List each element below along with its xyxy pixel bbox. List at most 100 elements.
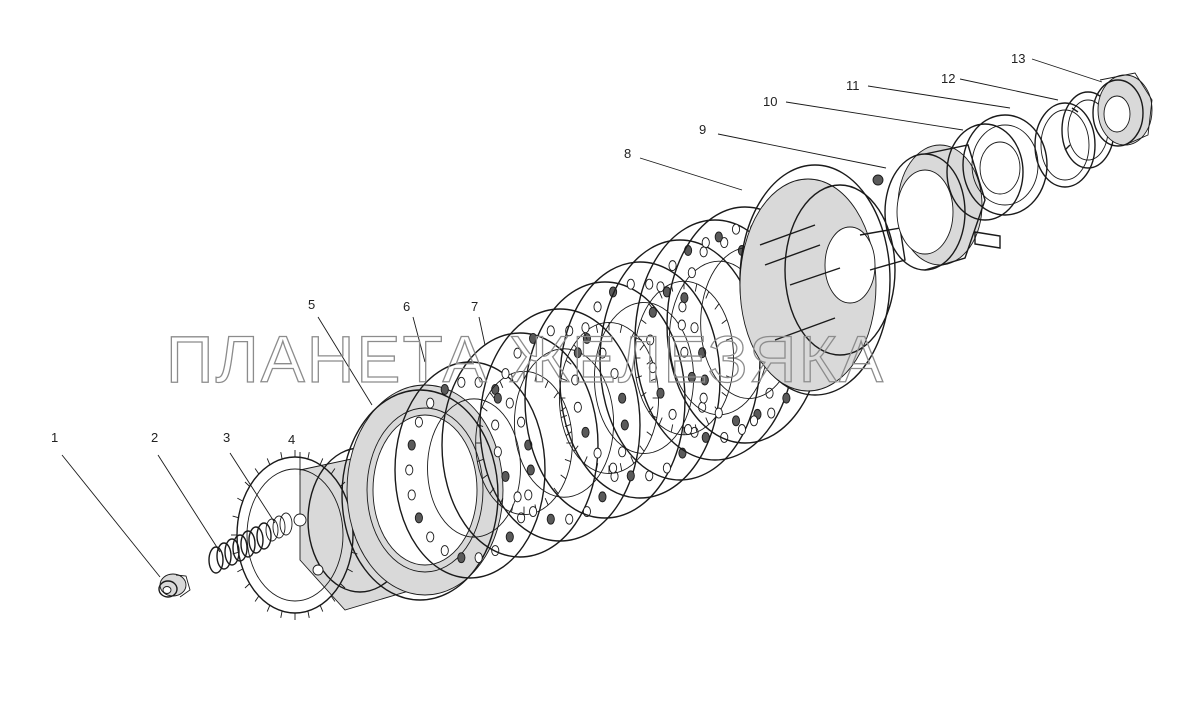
disc-tooth	[648, 406, 654, 413]
disc-tooth	[560, 406, 567, 412]
friction-hole	[407, 439, 416, 451]
disc-tooth	[670, 424, 674, 433]
gear-tooth	[237, 497, 243, 502]
friction-hole	[662, 462, 671, 474]
friction-hole	[618, 446, 627, 458]
disc-tooth	[583, 332, 588, 340]
disc-tooth	[481, 406, 488, 412]
gear-tooth	[254, 468, 260, 475]
friction-hole	[426, 531, 435, 543]
friction-hole	[513, 347, 522, 359]
friction-hole	[573, 401, 582, 413]
friction-hole	[598, 491, 607, 503]
friction-hole	[701, 237, 710, 249]
gear-tooth	[232, 515, 239, 519]
friction-hole	[529, 506, 538, 517]
disc-tooth	[595, 463, 599, 472]
gear-tooth	[307, 452, 310, 460]
friction-hole	[405, 464, 414, 476]
disc-tooth	[714, 303, 720, 310]
disc-tooth	[721, 392, 728, 397]
disc-tooth	[725, 337, 733, 341]
friction-hole	[684, 245, 693, 256]
callout-2: 2	[151, 430, 158, 445]
friction-hole	[677, 319, 686, 331]
friction-hole	[546, 325, 555, 337]
friction-hole	[720, 237, 729, 249]
disc-tooth	[564, 459, 571, 462]
part-9-ring	[872, 144, 1001, 271]
disc-tooth	[595, 324, 599, 333]
friction-hole	[610, 368, 619, 380]
disc-tooth	[619, 324, 623, 333]
part-5-disc	[341, 384, 504, 601]
friction-hole	[687, 371, 696, 383]
disc-tooth	[583, 456, 588, 464]
gear-tooth	[319, 605, 324, 612]
part-3-spring	[265, 512, 293, 542]
friction-hole	[517, 416, 526, 428]
friction-hole	[440, 383, 449, 395]
disc-tooth	[639, 445, 645, 452]
friction-hole	[513, 491, 522, 503]
disc-tooth	[658, 291, 663, 299]
gear-tooth	[237, 568, 243, 573]
callout-9: 9	[699, 122, 706, 137]
disc-tooth	[511, 504, 514, 513]
disc-tooth	[619, 463, 623, 472]
friction-hole	[526, 464, 535, 476]
gear-tooth	[340, 583, 346, 589]
disc-tooth	[694, 283, 698, 292]
friction-hole	[501, 368, 510, 380]
friction-hole	[593, 447, 602, 459]
disc-tooth	[489, 392, 495, 399]
friction-hole	[457, 552, 466, 564]
friction-hole	[767, 407, 776, 419]
friction-hole	[493, 392, 502, 404]
callout-4: 4	[288, 432, 295, 447]
friction-hole	[571, 374, 580, 386]
gear-tooth	[330, 468, 336, 475]
friction-hole	[680, 292, 689, 304]
friction-hole	[646, 334, 655, 346]
friction-hole	[407, 489, 416, 501]
friction-hole	[656, 387, 665, 399]
disc-tooth	[477, 459, 484, 462]
friction-hole	[524, 489, 533, 501]
disc-tooth	[560, 474, 567, 480]
callout-8: 8	[624, 146, 631, 161]
friction-hole	[493, 446, 502, 458]
disc-tooth	[573, 445, 579, 452]
friction-hole	[731, 223, 741, 235]
friction-hole	[626, 278, 635, 290]
part-13-nut	[1092, 72, 1153, 147]
friction-hole	[573, 347, 582, 359]
disc-tooth	[650, 378, 658, 381]
disc-tooth	[560, 378, 568, 381]
disc-tooth	[646, 359, 653, 365]
part-10-bearing	[946, 114, 1048, 221]
friction-hole	[684, 424, 693, 435]
friction-hole	[656, 281, 665, 293]
disc-tooth	[553, 392, 559, 399]
disc-tooth	[511, 373, 514, 382]
part-2-spring	[208, 522, 272, 574]
disc-tooth	[646, 431, 653, 437]
friction-hole	[440, 545, 449, 557]
callout-11: 11	[846, 78, 860, 93]
disc-tooth	[630, 332, 635, 340]
callout-1: 1	[51, 430, 58, 445]
friction-hole	[474, 552, 483, 564]
disc-tooth	[544, 380, 549, 389]
disc-tooth	[553, 487, 559, 494]
gear-tooth	[280, 452, 283, 460]
disc-tooth	[640, 319, 647, 324]
friction-hole	[609, 462, 618, 474]
friction-hole	[426, 397, 435, 409]
friction-hole	[505, 397, 514, 409]
friction-hole	[699, 392, 708, 404]
gear-tooth	[266, 458, 271, 465]
part-11-snap-ring	[1034, 102, 1096, 188]
disc-tooth	[499, 380, 504, 389]
disc-tooth	[565, 359, 572, 365]
